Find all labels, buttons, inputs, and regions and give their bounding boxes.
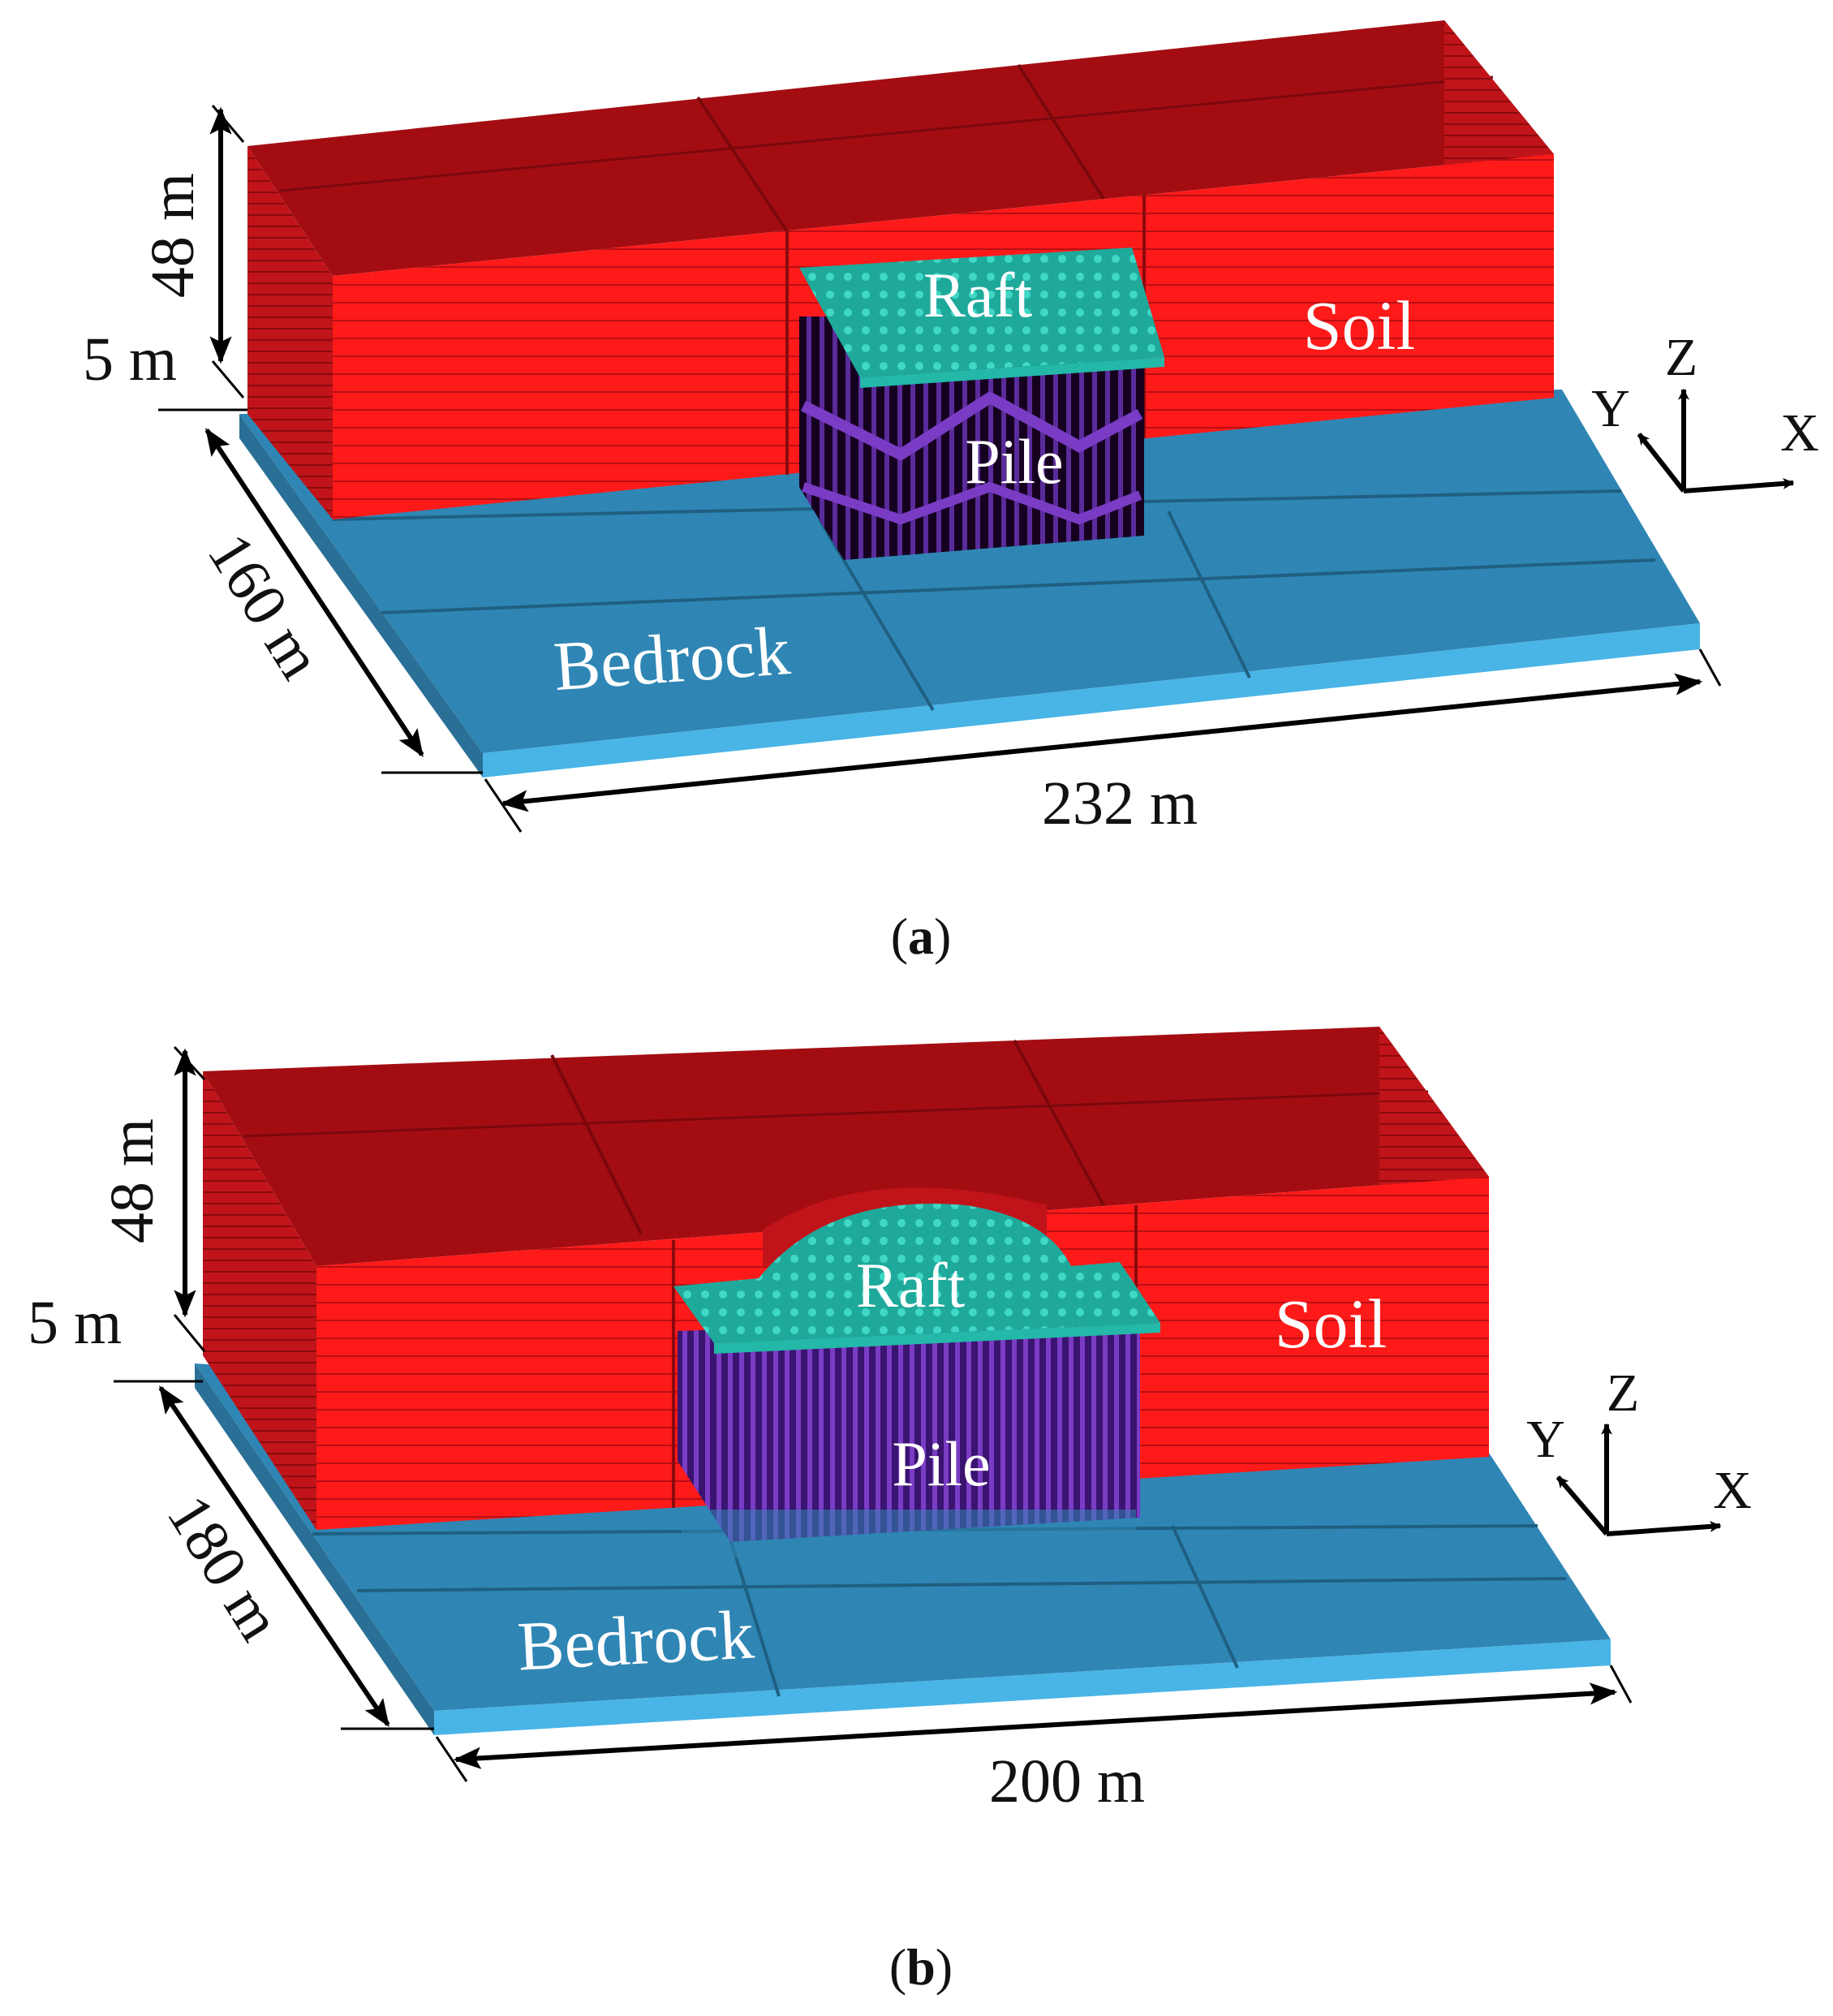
caption-b: (b) bbox=[889, 1938, 953, 1996]
raft-label-a: Raft bbox=[923, 260, 1033, 330]
axis-y-label-a: Y bbox=[1591, 379, 1630, 438]
axis-y-label-b: Y bbox=[1526, 1410, 1565, 1469]
thickness-dim-label-a: 5 m bbox=[83, 325, 177, 394]
axis-z-label-b: Z bbox=[1607, 1363, 1639, 1423]
axis-x-label-a: X bbox=[1780, 403, 1819, 463]
pile-label-b: Pile bbox=[892, 1428, 990, 1499]
pile-block-b bbox=[678, 1315, 1140, 1542]
panel-a: Raft Pile Soil Bedrock 48 m 5 m 160 m 23… bbox=[83, 20, 1819, 965]
pile-label-a: Pile bbox=[965, 426, 1063, 497]
width-dim-label-a: 232 m bbox=[1042, 769, 1198, 838]
width-dim-line-a bbox=[500, 673, 1703, 812]
thickness-dim-label-b: 5 m bbox=[28, 1289, 122, 1357]
bedrock-label-a: Bedrock bbox=[551, 611, 792, 705]
soil-top-b bbox=[203, 1027, 1489, 1266]
axis-z-label-a: Z bbox=[1665, 328, 1697, 387]
height-dim-label-a: 48 m bbox=[139, 173, 207, 298]
axis-x-label-b: X bbox=[1713, 1461, 1752, 1520]
depth-dim-label-a: 160 m bbox=[195, 522, 335, 690]
raft-a bbox=[799, 248, 1164, 377]
depth-dim-label-b: 180 m bbox=[154, 1484, 295, 1652]
soil-left-side-a bbox=[247, 146, 333, 519]
bedrock-label-b: Bedrock bbox=[515, 1595, 755, 1685]
panel-b: Raft Pile Soil Bedrock 48 m 5 m 180 m 20… bbox=[28, 1027, 1752, 1996]
raft-label-b: Raft bbox=[856, 1250, 966, 1320]
width-dim-line-b bbox=[453, 1682, 1618, 1769]
depth-dim-line-b bbox=[158, 1385, 390, 1727]
depth-dim-line-a bbox=[204, 428, 424, 757]
width-dim-label-b: 200 m bbox=[989, 1747, 1145, 1816]
height-dim-label-b: 48 m bbox=[98, 1118, 166, 1243]
soil-label-b: Soil bbox=[1275, 1285, 1388, 1363]
soil-top-a bbox=[247, 20, 1554, 276]
soil-label-a: Soil bbox=[1303, 286, 1416, 364]
caption-a: (a) bbox=[891, 907, 952, 965]
axis-triad-a: Z X Y bbox=[1591, 328, 1819, 493]
raft-b bbox=[673, 1204, 1160, 1343]
axis-triad-b: Z X Y bbox=[1526, 1363, 1752, 1536]
